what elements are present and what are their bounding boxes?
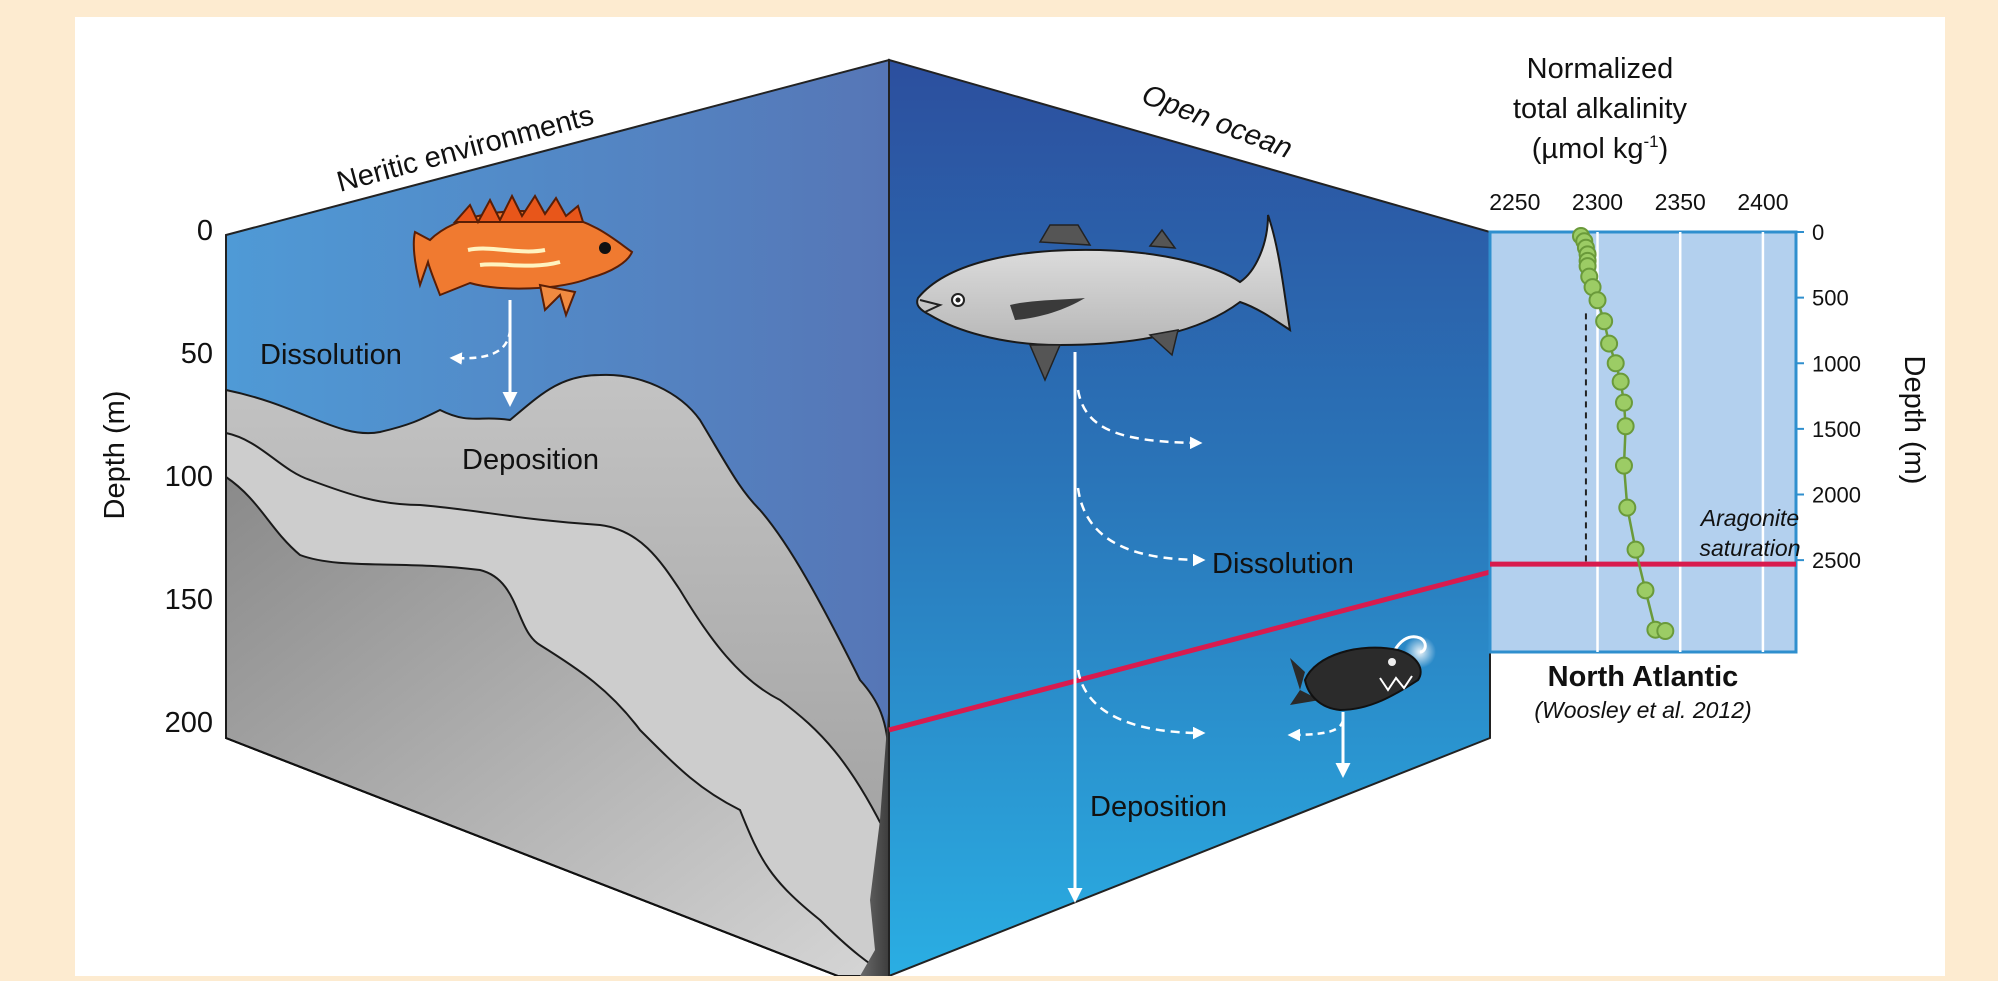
profile-point <box>1618 418 1634 434</box>
chart-title-line2: total alkalinity <box>1513 93 1688 125</box>
depth-tick-50: 50 <box>181 338 213 370</box>
neritic-depth-axis-label: Depth (m) <box>99 391 131 520</box>
depth-tick-0: 0 <box>197 215 213 247</box>
x-tick-label-2300: 2300 <box>1572 189 1623 215</box>
neritic-deposition-label: Deposition <box>462 444 599 476</box>
profile-point <box>1590 292 1606 308</box>
depth-tick-100: 100 <box>165 461 213 493</box>
neritic-dissolution-label: Dissolution <box>260 339 402 371</box>
ocean-dissolution-label: Dissolution <box>1212 548 1354 580</box>
x-tick-label-2350: 2350 <box>1655 189 1706 215</box>
profile-point <box>1613 374 1629 390</box>
profile-point <box>1616 458 1632 474</box>
profile-point <box>1619 500 1635 516</box>
y-tick-label-2000: 2000 <box>1812 483 1861 508</box>
chart-citation: (Woosley et al. 2012) <box>1534 697 1751 723</box>
y-tick-label-0: 0 <box>1812 220 1824 245</box>
profile-point <box>1596 313 1612 329</box>
profile-point <box>1657 623 1673 639</box>
chart-depth-axis-label: Depth (m) <box>1898 356 1930 485</box>
depth-tick-150: 150 <box>165 584 213 616</box>
ocean-deposition-label: Deposition <box>1090 791 1227 823</box>
profile-point <box>1601 336 1617 352</box>
profile-point <box>1628 542 1644 558</box>
y-tick-label-500: 500 <box>1812 286 1849 311</box>
profile-point <box>1616 395 1632 411</box>
profile-point <box>1608 355 1624 371</box>
aragonite-annotation-line2: saturation <box>1699 535 1800 561</box>
depth-tick-200: 200 <box>165 707 213 739</box>
chart-title-line1: Normalized <box>1527 53 1674 85</box>
y-tick-label-1500: 1500 <box>1812 417 1861 442</box>
aragonite-annotation-line1: Aragonite <box>1699 505 1799 531</box>
y-tick-label-2500: 2500 <box>1812 548 1861 573</box>
x-tick-label-2400: 2400 <box>1737 189 1788 215</box>
x-tick-label-2250: 2250 <box>1489 189 1540 215</box>
profile-point <box>1637 582 1653 598</box>
chart-region-label: North Atlantic <box>1548 661 1739 693</box>
y-tick-label-1000: 1000 <box>1812 351 1861 376</box>
